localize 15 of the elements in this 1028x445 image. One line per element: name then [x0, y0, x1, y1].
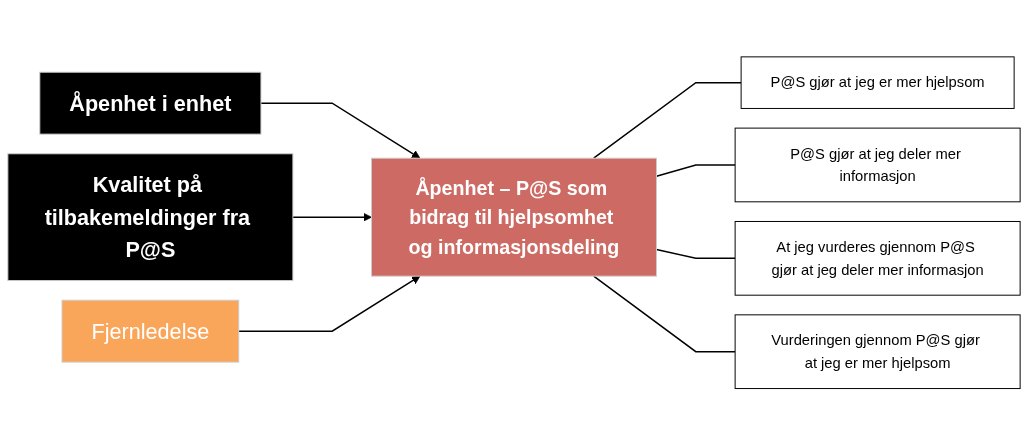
arrow: [292, 212, 372, 222]
node-box: Kvalitet på tilbakemeldinger fra P@S: [7, 153, 294, 281]
arrow: [238, 275, 421, 332]
connector: [655, 248, 736, 259]
node-box: Vurderingen gjennom P@S gjør at jeg er mer hjelpsom: [734, 314, 1021, 389]
connector: [592, 81, 742, 159]
arrow: [260, 102, 421, 159]
connector: [592, 275, 736, 353]
node-box: P@S gjør at jeg deler mer informasjon: [734, 127, 1021, 203]
node-box: Åpenhet – P@S som bidrag til hjelpsomhet og informasjonsdeling: [371, 157, 657, 277]
node-box: Fjernledelse: [61, 299, 240, 363]
node-box: Åpenhet i enhet: [39, 71, 262, 135]
node-box: P@S gjør at jeg er mer hjelpsom: [740, 56, 1015, 109]
connector: [655, 164, 736, 177]
node-box: At jeg vurderes gjennom P@S gjør at jeg deler mer informasjon: [734, 220, 1021, 296]
